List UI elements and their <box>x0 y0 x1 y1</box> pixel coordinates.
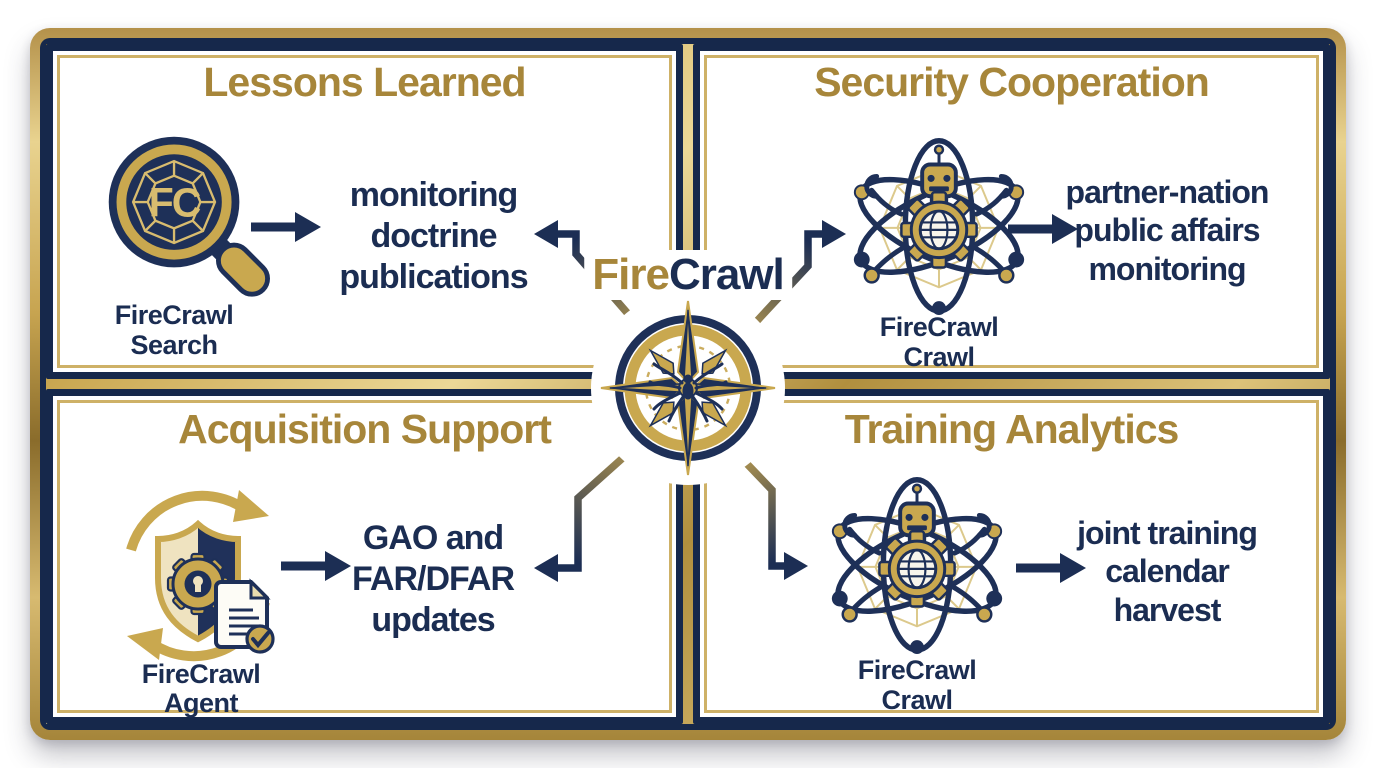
arrow-right-icon <box>251 207 321 247</box>
brand-fire: Fire <box>592 250 670 299</box>
quadrant-security-cooperation: Security Cooperation FireCrawl Crawl par… <box>693 44 1330 379</box>
quadrant-grid: Lessons Learned FireCrawl Search monitor… <box>46 44 1330 724</box>
robot-crawler-icon <box>818 458 1016 656</box>
tool-label: FireCrawl Agent <box>141 659 261 719</box>
quadrant-title: Acquisition Support <box>178 406 552 452</box>
shield-agent-icon <box>101 470 301 670</box>
tool-label: FireCrawl Search <box>114 300 234 360</box>
quadrant-description: partner-nation public affairs monitoring <box>1065 174 1270 287</box>
quadrant-training-analytics: Training Analytics FireCrawl Crawl joint… <box>693 389 1330 724</box>
tool-label: FireCrawl Crawl <box>857 655 977 715</box>
quadrant-description: monitoring doctrine publications <box>339 176 528 296</box>
quadrant-description: joint training calendar harvest <box>1077 515 1258 628</box>
compass-spider-icon <box>588 288 788 488</box>
quadrant-title: Security Cooperation <box>814 59 1210 105</box>
tool-label: FireCrawl Crawl <box>879 312 999 372</box>
brand-crawl: Crawl <box>668 250 785 299</box>
quadrant-title: Lessons Learned <box>203 59 526 105</box>
firecrawl-wordmark: FireCrawl <box>584 250 792 300</box>
quadrant-description: GAO and FAR/DFAR updates <box>352 519 515 639</box>
quadrant-title: Training Analytics <box>844 406 1180 452</box>
